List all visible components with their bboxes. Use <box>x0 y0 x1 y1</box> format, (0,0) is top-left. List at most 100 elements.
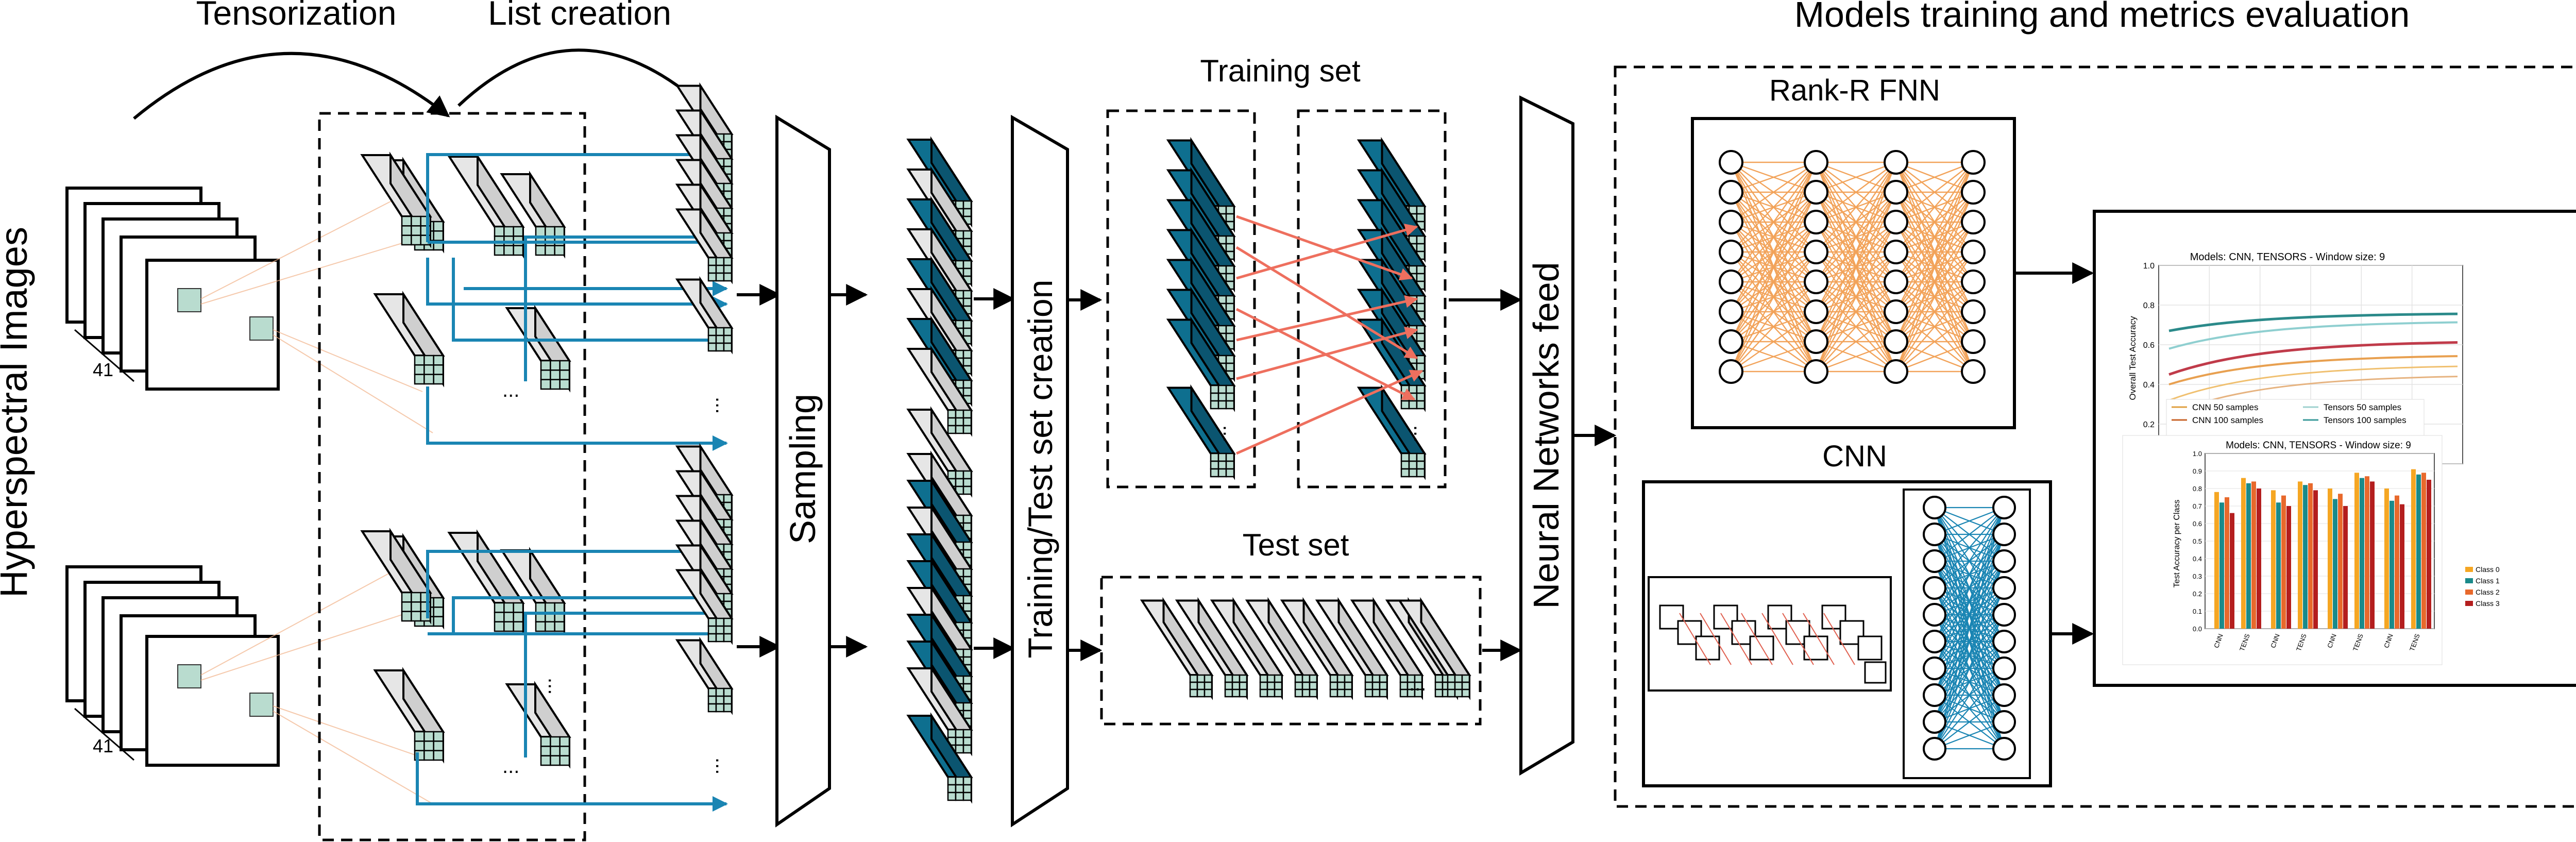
class-bar <box>2416 474 2421 629</box>
conv-map <box>1857 635 1883 661</box>
tensor <box>500 547 566 635</box>
bar-ytick: 0.9 <box>2193 467 2202 475</box>
tensor <box>906 712 973 804</box>
list-routing-arrows <box>416 147 728 812</box>
tensor <box>675 566 734 645</box>
series-line <box>2168 321 2458 350</box>
list-creation-box <box>318 112 586 841</box>
line-plot-legend: CNN 50 samples CNN 100 samples Tensors 5… <box>2166 399 2425 441</box>
tensor <box>505 681 571 769</box>
fnn-neuron <box>1804 210 1828 234</box>
bar-ytick: 0.8 <box>2193 485 2202 493</box>
tensorization-label: Tensorization <box>196 0 397 32</box>
line-ytick: 0.2 <box>2143 420 2155 429</box>
cnn-neuron <box>1923 683 1946 707</box>
fnn-neuron <box>1804 359 1828 384</box>
tensor <box>906 285 973 377</box>
fnn-neuron <box>1719 150 1743 175</box>
line-ytick: 1.0 <box>2143 262 2155 271</box>
cnn-neuron <box>1992 496 2016 519</box>
tensor <box>1350 597 1424 700</box>
class-bar <box>2313 490 2318 629</box>
bar-ytick: 0.6 <box>2193 520 2202 528</box>
test-stacks <box>1140 597 1471 700</box>
fnn-neuron <box>1719 329 1743 354</box>
dim-label-top: 41 <box>93 359 113 380</box>
class-bar <box>2427 480 2431 629</box>
class-bar <box>2360 478 2364 629</box>
series-line <box>2168 355 2458 385</box>
class-bar <box>2271 490 2276 629</box>
sampling-label: Sampling <box>783 394 823 544</box>
class-accuracy-bar-plot: Models: CNN, TENSORS - Window size: 9 Te… <box>2122 435 2500 665</box>
tensor <box>1166 316 1236 412</box>
class-bar <box>2333 499 2337 629</box>
fnn-neuron <box>1884 329 1908 354</box>
tensor <box>675 636 734 715</box>
tensor <box>360 528 432 625</box>
series-line <box>2168 312 2458 332</box>
fnn-neuron <box>1719 299 1743 324</box>
class-bar <box>2343 506 2348 629</box>
class-bar <box>2400 504 2404 629</box>
class-bar <box>2421 473 2426 629</box>
class-bar <box>2354 473 2359 629</box>
test-set-label: Test set <box>1243 528 1349 562</box>
fnn-neuron <box>1961 299 1986 324</box>
cnn-neuron <box>1923 496 1946 519</box>
cnn-neuron <box>1923 549 1946 573</box>
line-plot-title: Models: CNN, TENSORS - Window size: 9 <box>2190 251 2385 263</box>
dim-label-bottom: 41 <box>93 735 113 756</box>
fnn-neuron <box>1884 150 1908 175</box>
line-ytick: 0.4 <box>2143 381 2155 390</box>
tensor <box>675 517 734 596</box>
tensor <box>1280 597 1354 700</box>
tensor <box>505 305 571 393</box>
cnn-neuron <box>1923 737 1946 761</box>
class-bar <box>2276 502 2281 629</box>
tensor-groups <box>360 151 571 769</box>
tensor <box>1357 384 1427 480</box>
cnn-neuron <box>1992 603 2016 627</box>
bar-ytick: 1.0 <box>2193 450 2202 458</box>
bar-ytick: 0.7 <box>2193 502 2202 510</box>
bar-ytick: 0.0 <box>2193 625 2202 633</box>
class-bar <box>2308 483 2313 629</box>
models-box <box>1614 65 2576 808</box>
accuracy-line-plot: Models: CNN, TENSORS - Window size: 9 Ov… <box>2128 251 2463 469</box>
image-stack-top: 41 <box>65 187 280 391</box>
hyperspectral-label: Hyperspectral Images <box>0 227 35 598</box>
fnn-neuron <box>1884 180 1908 205</box>
train-test-label: Training/Test set creation <box>1021 280 1059 659</box>
fnn-neuron <box>1719 270 1743 294</box>
list-creation-arrow <box>457 48 716 117</box>
fnn-neuron <box>1961 150 1986 175</box>
class-bar <box>2241 478 2246 629</box>
fnn-neuron <box>1719 210 1743 234</box>
test-ellipsis: ... <box>1409 672 1426 695</box>
ellipsis-2: ... <box>502 755 519 778</box>
bar-ytick: 0.4 <box>2193 555 2202 563</box>
bar-plot-yticks: 0.00.10.20.30.40.50.60.70.80.91.0 <box>2193 450 2202 633</box>
tensor <box>675 276 734 355</box>
list-creation-label: List creation <box>488 0 671 32</box>
tensor <box>1245 597 1319 700</box>
sampling-block <box>775 114 831 828</box>
series-line <box>2168 376 2458 415</box>
nn-feed-label: Neural Networks feed <box>1526 262 1566 609</box>
line-plot-series <box>2168 312 2458 415</box>
training-set-label: Training set <box>1200 54 1361 88</box>
cnn-neuron <box>1923 523 1946 546</box>
shuffle-arrows <box>1235 215 1423 455</box>
tensor <box>1140 597 1214 700</box>
cnn-neuron <box>1992 737 2016 761</box>
fnn-network <box>1719 150 1986 384</box>
conv-map <box>1677 620 1702 645</box>
tensor <box>1210 597 1284 700</box>
ellipsis-5: ... <box>711 757 734 774</box>
class-bar <box>2303 485 2308 629</box>
legend-cnn100: CNN 100 samples <box>2192 415 2263 425</box>
class-bar <box>2251 481 2256 629</box>
tensorization-arrow <box>133 52 450 120</box>
fnn-neuron <box>1804 180 1828 205</box>
